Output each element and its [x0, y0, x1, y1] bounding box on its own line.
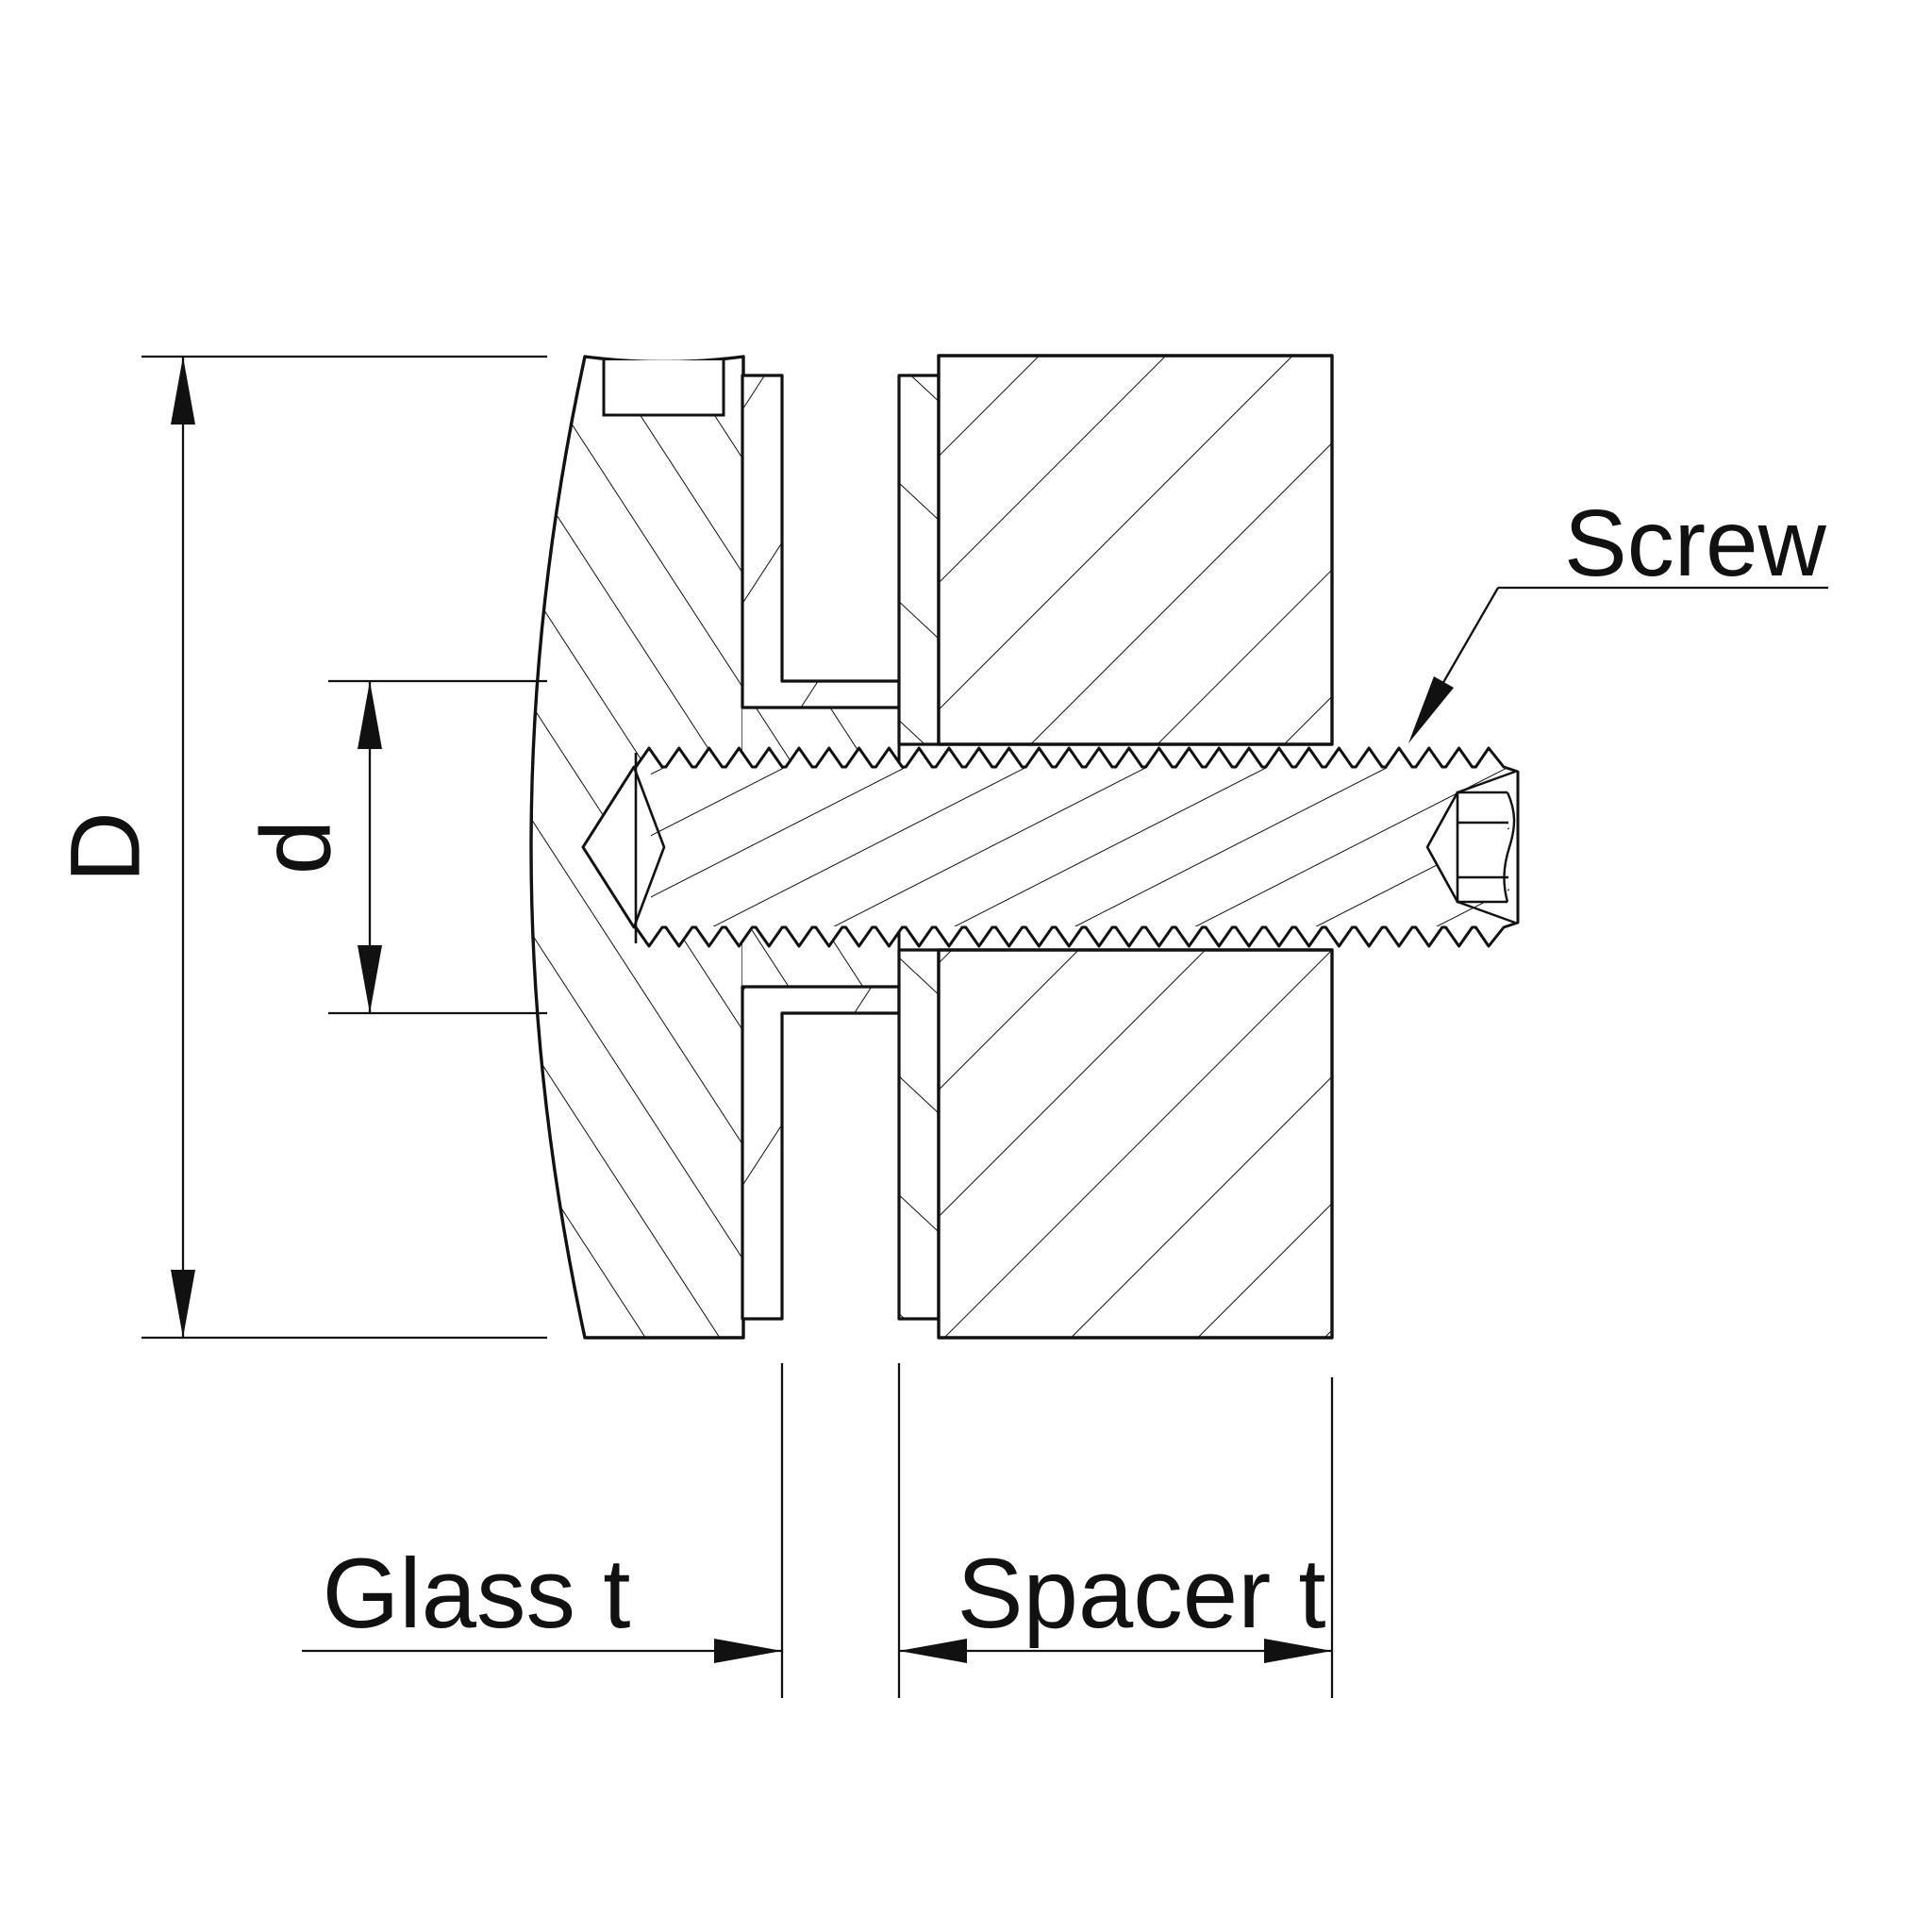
- arrowhead-right-icon: [714, 1639, 782, 1663]
- leader-screw: [1408, 586, 1828, 743]
- arrowhead-up-icon: [171, 357, 195, 425]
- screw-thread-helix-lines: [651, 768, 1509, 926]
- screw-cone-point: [632, 753, 666, 943]
- arrowhead-down-icon: [358, 945, 382, 1013]
- dimension-D: [142, 355, 547, 1340]
- spacer-block-upper: [937, 354, 1334, 746]
- dimension-spacer-t: [899, 1377, 1334, 1698]
- head-recess-notch: [602, 360, 725, 417]
- arrowhead-left-icon: [899, 1639, 967, 1663]
- screw: [581, 746, 1520, 948]
- spacer-block-lower: [937, 948, 1334, 1340]
- arrowhead-down-icon: [171, 1270, 195, 1338]
- dimension-label-glass-t: Glass t: [323, 1539, 631, 1649]
- gasket-strip-lower: [897, 948, 941, 1321]
- dimension-label-d: d: [242, 820, 352, 874]
- arrowhead-right-icon: [1264, 1639, 1332, 1663]
- gasket-strip-upper: [897, 374, 941, 746]
- screw-hex-socket: [1425, 770, 1516, 924]
- dimension-d: [328, 679, 547, 1015]
- arrowhead-up-icon: [358, 681, 382, 749]
- dimension-label-D: D: [51, 811, 161, 883]
- part-label-screw: Screw: [1564, 491, 1827, 596]
- dimension-glass-t: [302, 1363, 901, 1698]
- leader-arrowhead-icon: [1408, 676, 1454, 743]
- dimension-label-spacer-t: Spacer t: [957, 1539, 1325, 1649]
